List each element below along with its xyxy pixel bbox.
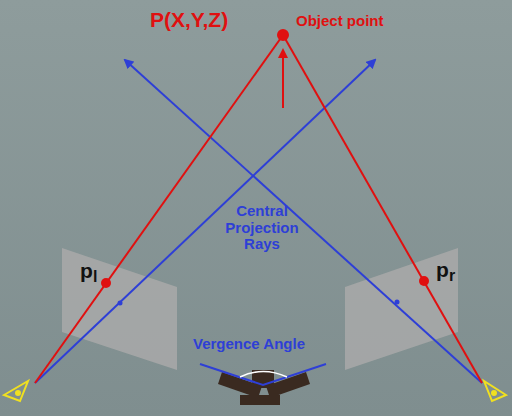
object-point-label: Object point (296, 13, 384, 30)
right-image-point (419, 276, 429, 286)
vergence-rig (200, 364, 326, 405)
rays-label: Central Projection Rays (212, 203, 312, 253)
left-image-point (101, 278, 111, 288)
right-point-label: p (436, 258, 449, 281)
left-eye-icon (4, 381, 28, 401)
right-point-subscript: r (449, 267, 455, 285)
object-arrow (282, 50, 284, 108)
right-object-ray (283, 35, 482, 383)
left-image-plane (62, 248, 177, 370)
left-point-label: p (80, 259, 93, 282)
object-point-dot (277, 29, 289, 41)
right-principal-point (395, 300, 400, 305)
right-eye-icon (484, 381, 506, 401)
right-central-ray (125, 60, 482, 383)
left-principal-point (118, 301, 123, 306)
left-point-subscript: l (93, 268, 97, 286)
point-coordinates: P(X,Y,Z) (150, 8, 228, 31)
vergence-angle-label: Vergence Angle (193, 336, 305, 353)
